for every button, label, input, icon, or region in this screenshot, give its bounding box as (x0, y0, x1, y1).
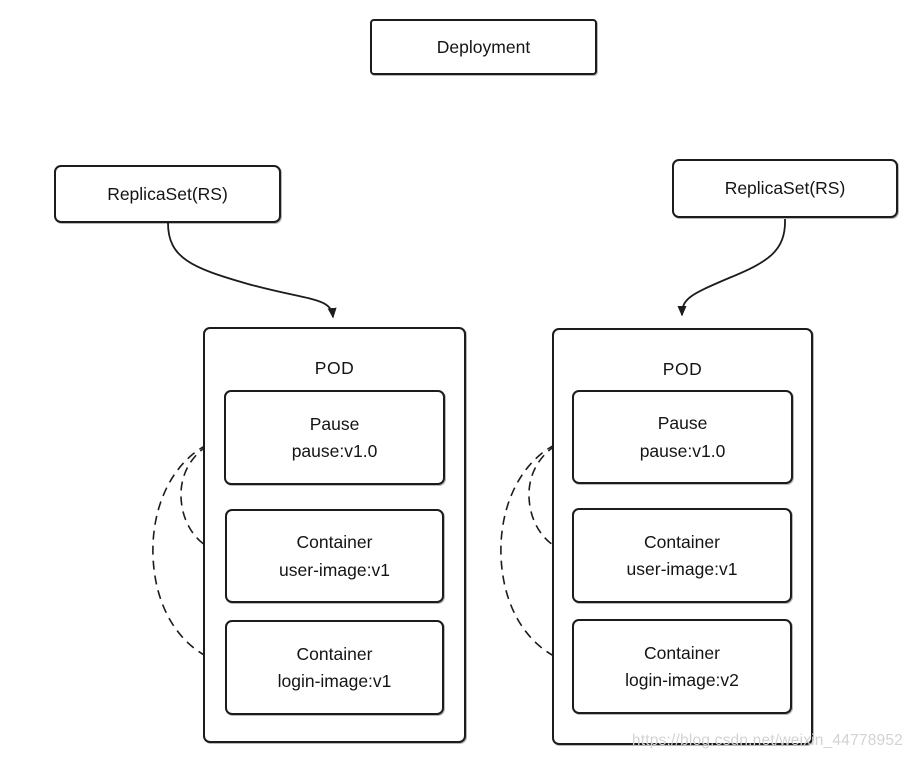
arrow-replicaset-right-to-pod (677, 218, 786, 317)
container-title: Container (644, 642, 720, 663)
container-image: login-image:v1 (277, 671, 392, 691)
pod-left-container-user-box: Container user-image:v1 (225, 509, 444, 603)
pod-right-label: POD (662, 359, 703, 379)
deployment-box: Deployment (370, 19, 597, 75)
pod-left-label: POD (314, 358, 355, 378)
replicaset-right-box: ReplicaSet(RS) (672, 159, 898, 218)
container-title: Container (296, 643, 373, 664)
arrow-replicaset-left-to-pod (167, 222, 337, 319)
csdn-watermark: https://blog.csdn.net/weixin_44778952 (631, 732, 903, 749)
replicaset-left-box: ReplicaSet(RS) (54, 165, 281, 223)
replicaset-left-label: ReplicaSet(RS) (107, 183, 228, 204)
replicaset-right-label: ReplicaSet(RS) (724, 178, 846, 198)
pause-title: Pause (309, 413, 360, 434)
pod-left-container-login-box: Container login-image:v1 (225, 620, 444, 715)
container-image: login-image:v2 (625, 670, 739, 690)
container-image: user-image:v1 (279, 559, 390, 580)
container-image: user-image:v1 (626, 559, 738, 579)
pause-title: Pause (657, 413, 708, 434)
pod-right-container-login-box: Container login-image:v2 (572, 619, 792, 714)
container-title: Container (644, 531, 720, 552)
pod-right-container-user-box: Container user-image:v1 (572, 508, 792, 603)
pause-image: pause:v1.0 (291, 441, 378, 461)
pod-right-pause-box: Pause pause:v1.0 (572, 390, 793, 484)
pause-image: pause:v1.0 (639, 440, 726, 461)
container-title: Container (296, 532, 373, 553)
deployment-label: Deployment (436, 36, 531, 57)
pod-left-pause-box: Pause pause:v1.0 (224, 390, 445, 485)
